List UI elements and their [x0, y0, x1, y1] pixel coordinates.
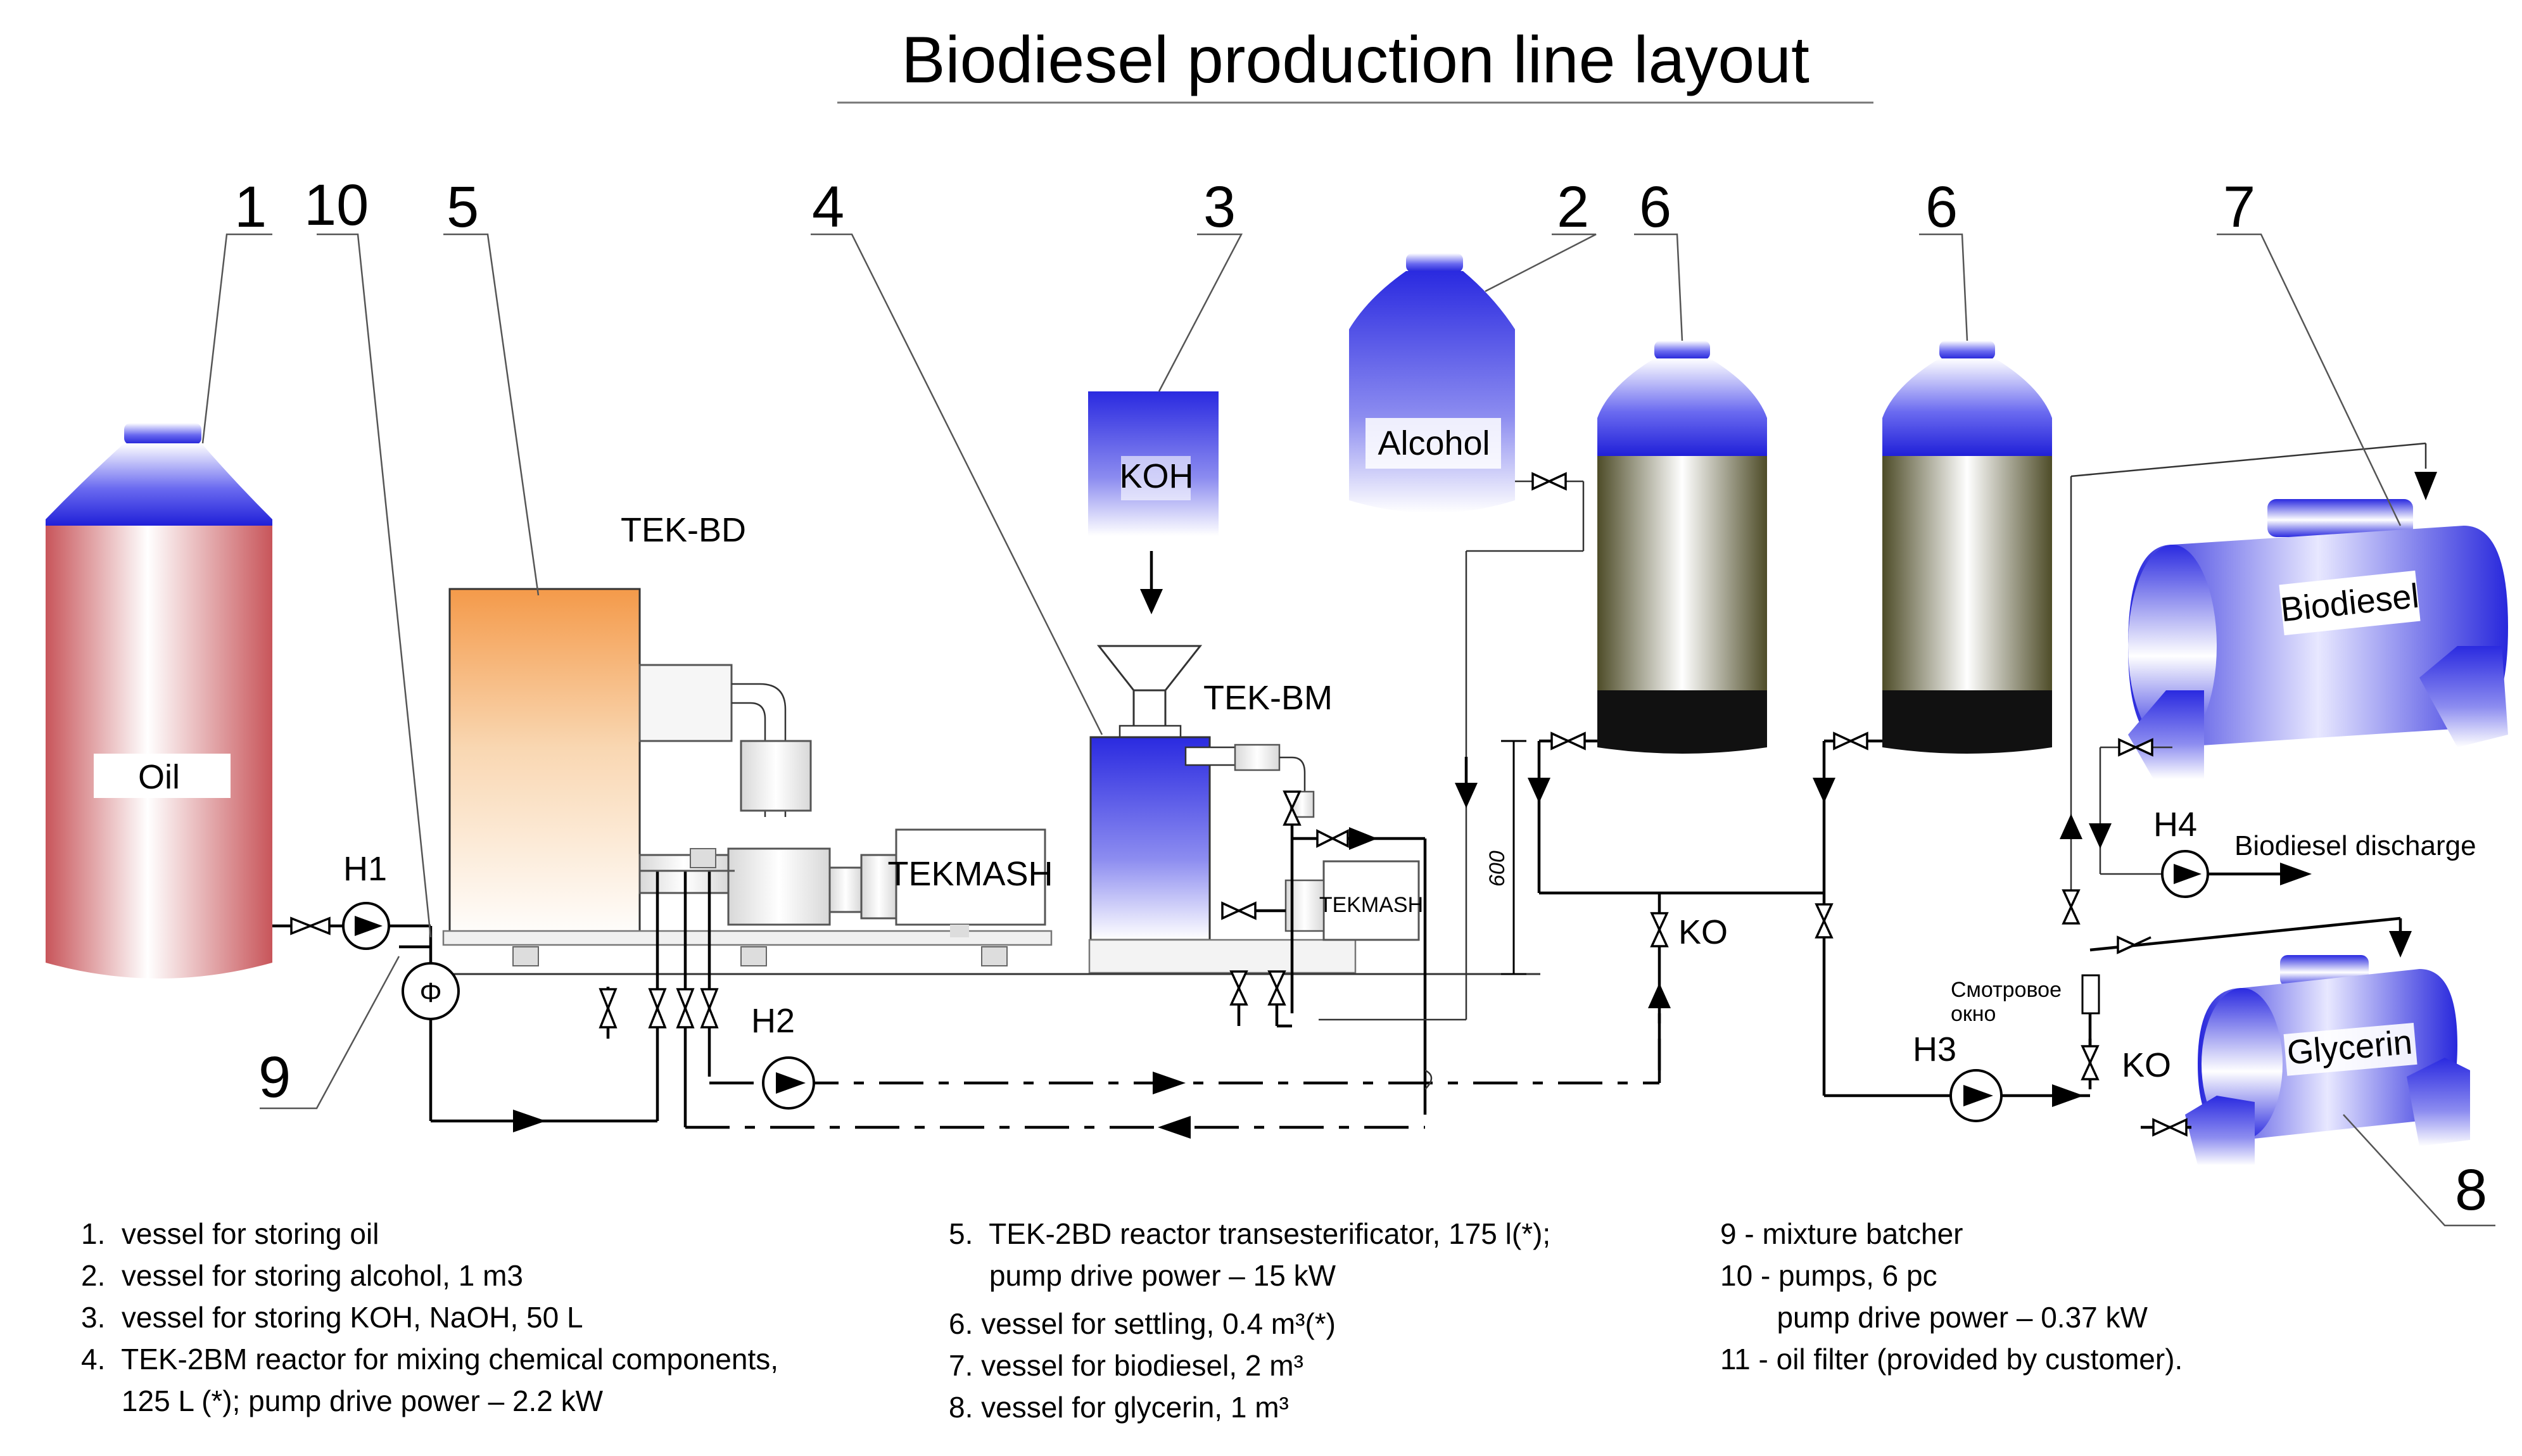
- legend-item-11: 11 - oil filter (provided by customer).: [1720, 1343, 2183, 1376]
- pump-h2-label: H2: [751, 1002, 795, 1040]
- legend: 1. vessel for storing oil 2. vessel for …: [81, 1217, 2183, 1424]
- callout-8: 8: [2455, 1158, 2487, 1222]
- legend-item-10: 10 - pumps, 6 pc: [1720, 1259, 1937, 1292]
- callout-9: 9: [258, 1045, 291, 1110]
- legend-item-5: 5. TEK-2BD reactor transesterificator, 1…: [949, 1217, 1550, 1250]
- tekmash-small-label: TEKMASH: [1319, 893, 1423, 917]
- legend-item-4-cont: 125 L (*); pump drive power – 2.2 kW: [81, 1384, 604, 1417]
- legend-item-4: 4. TEK-2BM reactor for mixing chemical c…: [81, 1343, 778, 1376]
- diagram-title: Biodiesel production line layout: [901, 23, 1809, 97]
- pump-h3-label: H3: [1913, 1030, 1956, 1068]
- sight-glass-label-line2: окно: [1951, 1002, 1996, 1026]
- legend-item-7: 7. vessel for biodiesel, 2 m³: [949, 1349, 1303, 1382]
- alcohol-vessel: Alcohol: [1349, 253, 1515, 513]
- callout-6a: 6: [1639, 175, 1671, 239]
- legend-item-1: 1. vessel for storing oil: [81, 1217, 379, 1250]
- legend-item-9: 9 - mixture batcher: [1720, 1217, 1963, 1250]
- ko-center-label: KO: [1678, 913, 1728, 951]
- callout-3: 3: [1203, 175, 1236, 239]
- sight-glass-label-line1: Смотровое: [1951, 978, 2062, 1002]
- callout-1: 1: [234, 175, 267, 239]
- callout-7: 7: [2223, 175, 2255, 239]
- callout-10: 10: [304, 173, 369, 237]
- callout-4: 4: [812, 175, 844, 239]
- glycerin-vessel: Glycerin: [2185, 955, 2470, 1165]
- dimension-600-label: 600: [1485, 851, 1509, 887]
- tek-bm-label: TEK-BM: [1203, 679, 1333, 717]
- mixture-batcher: Φ: [402, 962, 460, 1020]
- legend-item-3: 3. vessel for storing KOH, NaOH, 50 L: [81, 1301, 583, 1334]
- pump-h4-label: H4: [2153, 806, 2197, 844]
- koh-label: KOH: [1119, 457, 1193, 495]
- oil-label: Oil: [138, 758, 180, 796]
- tekmash-big-label: TEKMASH: [887, 855, 1053, 893]
- callout-6b: 6: [1925, 175, 1958, 239]
- pump-h1-label: H1: [343, 850, 387, 888]
- legend-item-6: 6. vessel for settling, 0.4 m³(*): [949, 1307, 1336, 1340]
- koh-vessel: KOH: [1088, 391, 1219, 614]
- alcohol-label: Alcohol: [1378, 424, 1490, 462]
- settling-vessel-right: [1882, 341, 2052, 754]
- callouts: 1 10 5 4 3 2 6 6 7 9 8: [201, 173, 2495, 1227]
- pump-h1: [342, 902, 390, 950]
- callout-5: 5: [447, 175, 479, 239]
- recirculation-lines: [685, 1013, 1661, 1139]
- legend-item-2: 2. vessel for storing alcohol, 1 m3: [81, 1259, 523, 1292]
- ko-right-label: KO: [2122, 1046, 2171, 1084]
- legend-item-10-cont: pump drive power – 0.37 kW: [1720, 1301, 2148, 1334]
- callout-2: 2: [1557, 175, 1589, 239]
- biodiesel-discharge-label: Biodiesel discharge: [2234, 830, 2476, 861]
- tek-bd-reactor: TEKMASH TEK-BD: [442, 511, 1053, 966]
- biodiesel-vessel: Biodiesel: [2128, 499, 2508, 779]
- valves: [290, 472, 2188, 1137]
- tek-bm-reactor: TEKMASH TEK-BM: [1088, 645, 1423, 974]
- pump-h2: [762, 1056, 815, 1110]
- settling-vessel-left: [1597, 341, 1767, 754]
- pump-h4: [2161, 850, 2209, 898]
- batcher-symbol: Φ: [419, 977, 441, 1008]
- dimension-600-lines: [1501, 740, 1526, 975]
- legend-item-8: 8. vessel for glycerin, 1 m³: [949, 1391, 1289, 1424]
- pump-h3: [1949, 1069, 2003, 1122]
- legend-item-5-cont: pump drive power – 15 kW: [949, 1259, 1336, 1292]
- tek-bd-label: TEK-BD: [621, 511, 746, 549]
- oil-vessel: Oil: [46, 423, 272, 978]
